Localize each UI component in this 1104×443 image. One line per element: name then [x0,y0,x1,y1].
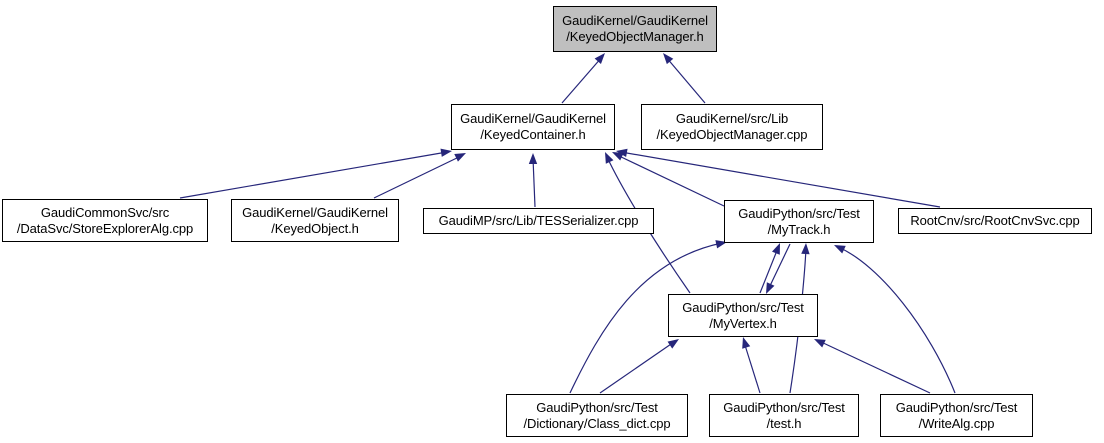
arrowhead-keyedobject_h-to-keyedcontainer_h [454,153,466,162]
node-label-line: GaudiPython/src/Test [682,299,804,315]
node-label-line: /KeyedContainer.h [480,127,586,142]
arrowhead-tesserializer_cpp-to-keyedcontainer_h [528,153,538,164]
node-label-line: GaudiKernel/GaudiKernel [460,111,606,126]
node-mytrack_h[interactable]: GaudiPython/src/Test/MyTrack.h [724,200,874,243]
node-keyedobjectmanager_cpp[interactable]: GaudiKernel/src/Lib/KeyedObjectManager.c… [641,104,823,150]
node-label-line: GaudiPython/src/Test [536,399,658,415]
node-label-line: /MyTrack.h [767,221,831,237]
edge-keyedobject_h-to-keyedcontainer_h [373,155,462,199]
arrowhead-writealg_cpp-to-mytrack_h [834,245,846,254]
arrowhead-myvertex_h-to-mytrack_h [771,243,780,255]
arrowhead-storeexploreralg_cpp-to-keyedcontainer_h [440,148,452,157]
edge-rootcnvsvc_cpp-to-keyedcontainer_h [620,151,941,208]
node-label-line: GaudiCommonSvc/src [40,204,170,220]
node-keyedobject_h[interactable]: GaudiKernel/GaudiKernel/KeyedObject.h [231,199,399,242]
edge-mytrack_h-to-myvertex_h [767,243,791,291]
edge-writealg_cpp-to-mytrack_h [837,246,956,394]
node-label-line: GaudiKernel/GaudiKernel [562,13,708,28]
node-label-line: GaudiKernel/GaudiKernel [242,204,388,220]
arrowhead-class_dict_cpp-to-myvertex_h [667,339,679,349]
node-keyedcontainer_h[interactable]: GaudiKernel/GaudiKernel/KeyedContainer.h [451,104,615,150]
node-writealg_cpp[interactable]: GaudiPython/src/Test/WriteAlg.cpp [880,394,1033,437]
edge-class_dict_cpp-to-mytrack_h [569,242,723,394]
node-label-line: /WriteAlg.cpp [918,415,995,431]
edge-writealg_cpp-to-myvertex_h [818,340,931,394]
node-label-line: GaudiPython/src/Test [723,399,845,415]
node-label-line: GaudiKernel/src/Lib [675,111,789,126]
node-label-line: GaudiMP/src/Lib/TESSerializer.cpp [438,213,639,228]
node-tesserializer_cpp[interactable]: GaudiMP/src/Lib/TESSerializer.cpp [423,208,654,234]
arrowhead-keyedcontainer_h-to-keyedobjectmanager_h [594,53,605,65]
arrowhead-test_h-to-mytrack_h [801,243,810,255]
edge-storeexploreralg_cpp-to-keyedcontainer_h [179,151,448,199]
edge-keyedcontainer_h-to-keyedobjectmanager_h [561,56,603,104]
arrowhead-mytrack_h-to-keyedcontainer_h [612,152,624,161]
arrowhead-writealg_cpp-to-myvertex_h [814,339,826,348]
node-test_h[interactable]: GaudiPython/src/Test/test.h [709,394,859,437]
arrowhead-test_h-to-myvertex_h [742,337,751,349]
node-rootcnvsvc_cpp[interactable]: RootCnv/src/RootCnvSvc.cpp [898,208,1092,234]
node-label-line: GaudiPython/src/Test [895,399,1018,415]
node-label-line: /test.h [766,415,802,431]
node-label-line: /KeyedObjectManager.cpp [656,127,808,142]
node-label-line: /DataSvc/StoreExplorerAlg.cpp [16,220,194,236]
edge-myvertex_h-to-mytrack_h [759,247,779,294]
node-myvertex_h[interactable]: GaudiPython/src/Test/MyVertex.h [668,294,818,337]
node-keyedobjectmanager_h[interactable]: GaudiKernel/GaudiKernel/KeyedObjectManag… [553,6,717,52]
node-label-line: GaudiPython/src/Test [738,205,860,221]
node-label-line: /MyVertex.h [709,315,777,331]
node-class_dict_cpp[interactable]: GaudiPython/src/Test/Dictionary/Class_di… [506,394,688,437]
node-storeexploreralg_cpp[interactable]: GaudiCommonSvc/src/DataSvc/StoreExplorer… [2,199,208,242]
arrowhead-myvertex_h-to-keyedcontainer_h [605,152,614,164]
node-label-line: /KeyedObject.h [271,220,359,236]
edge-keyedobjectmanager_cpp-to-keyedobjectmanager_h [665,56,706,104]
arrowhead-keyedobjectmanager_cpp-to-keyedobjectmanager_h [663,53,674,65]
arrowhead-mytrack_h-to-myvertex_h [766,282,775,294]
arrowhead-rootcnvsvc_cpp-to-keyedcontainer_h [616,148,628,158]
edge-class_dict_cpp-to-myvertex_h [599,341,675,394]
edge-tesserializer_cpp-to-keyedcontainer_h [532,157,536,208]
edge-test_h-to-myvertex_h [743,341,761,394]
node-label-line: /Dictionary/Class_dict.cpp [523,415,671,431]
edge-mytrack_h-to-keyedcontainer_h [616,154,725,207]
node-label-line: RootCnv/src/RootCnvSvc.cpp [910,213,1080,228]
node-label-line: /KeyedObjectManager.h [566,29,704,44]
